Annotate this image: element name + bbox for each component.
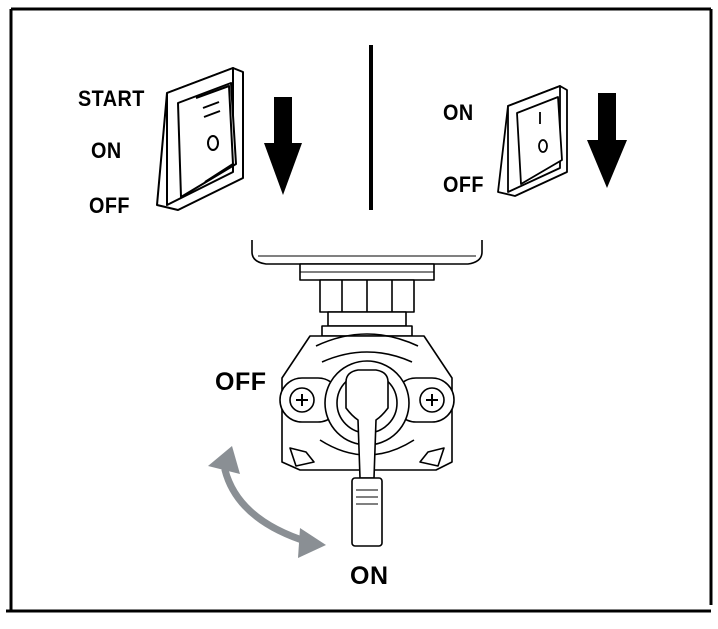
left-rocker-switch-icon [156, 67, 244, 211]
left-switch-label-start: START [78, 86, 145, 111]
left-down-arrow-icon [264, 97, 302, 195]
right-rocker-switch-icon [497, 85, 568, 197]
valve-label-off: OFF [215, 368, 267, 396]
rotation-arrow-icon [208, 446, 326, 558]
left-switch-label-on: ON [91, 138, 122, 163]
left-switch-label-off: OFF [89, 193, 130, 218]
valve-label-on: ON [350, 562, 389, 590]
valve-icon [251, 240, 483, 547]
right-switch-label-on: ON [443, 100, 474, 125]
right-switch-label-off: OFF [443, 172, 484, 197]
right-down-arrow-icon [587, 93, 627, 188]
diagram-frame [6, 7, 713, 613]
